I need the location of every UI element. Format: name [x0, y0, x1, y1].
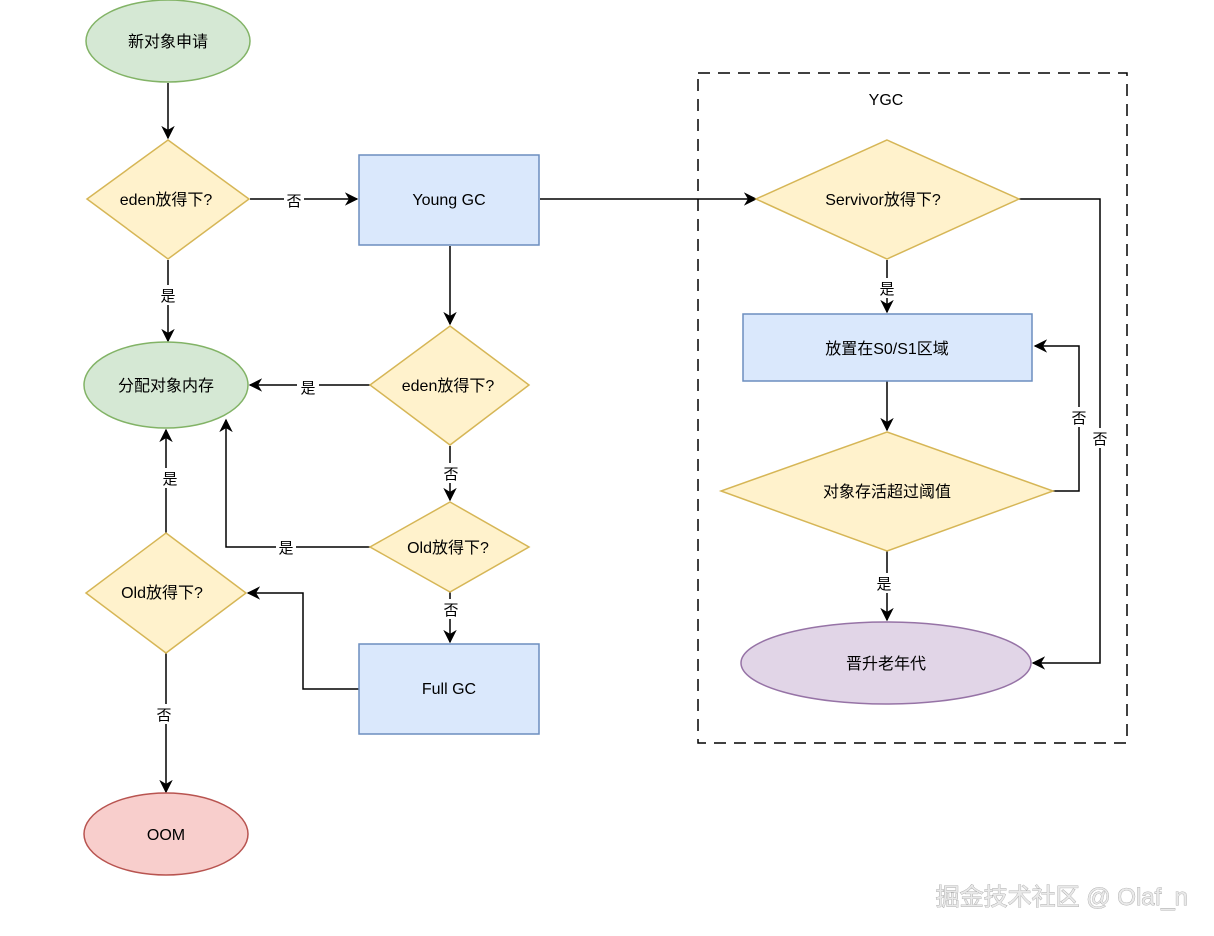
node-age-threshold-label: 对象存活超过阈值 [823, 483, 951, 501]
node-eden-fit-1-label: eden放得下? [120, 191, 213, 209]
node-full-gc-label: Full GC [422, 681, 476, 698]
label-no: 否 [443, 602, 458, 619]
node-young-gc-label: Young GC [412, 192, 485, 209]
label-no: 否 [1092, 431, 1107, 448]
node-eden-fit-2: eden放得下? [368, 325, 531, 446]
node-age-threshold: 对象存活超过阈值 [718, 431, 1056, 552]
label-yes: 是 [876, 576, 891, 593]
node-promote-old: 晋升老年代 [740, 621, 1032, 705]
node-survivor-fit-label: Servivor放得下? [825, 191, 941, 209]
node-eden-fit-2-label: eden放得下? [402, 377, 495, 395]
label-no: 否 [1071, 410, 1086, 427]
ygc-group-box [697, 72, 1128, 744]
node-young-gc: Young GC [358, 154, 540, 246]
watermark-shadow: 掘金技术社区 @ Olaf_n [936, 884, 1188, 911]
edge-fullgc-to-old2 [246, 586, 359, 690]
node-oom: OOM [83, 792, 249, 876]
label-no: 否 [443, 466, 458, 483]
label-yes: 是 [162, 471, 177, 488]
node-survivor-fit: Servivor放得下? [754, 139, 1021, 260]
node-old-fit-1-label: Old放得下? [407, 539, 489, 557]
node-place-s0s1: 放置在S0/S1区域 [742, 313, 1033, 382]
edge-survivor-to-promote [1019, 198, 1101, 670]
label-yes: 是 [300, 380, 315, 397]
node-old-fit-2-label: Old放得下? [121, 584, 203, 602]
node-new-request-label: 新对象申请 [128, 33, 208, 51]
node-full-gc: Full GC [358, 643, 540, 735]
ygc-group-label: YGC [869, 92, 904, 109]
label-yes: 是 [160, 288, 175, 305]
label-no: 否 [286, 193, 301, 210]
watermark: 掘金技术社区 @ Olaf_n [936, 884, 1188, 911]
node-eden-fit-1: eden放得下? [85, 139, 251, 260]
label-yes: 是 [278, 540, 293, 557]
node-allocate: 分配对象内存 [83, 341, 249, 429]
edge-old1-to-alloc [219, 418, 370, 548]
node-oom-label: OOM [147, 827, 185, 844]
label-no: 否 [156, 707, 171, 724]
label-yes: 是 [879, 281, 894, 298]
node-promote-old-label: 晋升老年代 [846, 655, 926, 673]
node-old-fit-2: Old放得下? [84, 532, 248, 654]
node-old-fit-1: Old放得下? [368, 501, 531, 593]
node-allocate-label: 分配对象内存 [118, 377, 214, 395]
node-new-request: 新对象申请 [85, 0, 251, 83]
node-place-s0s1-label: 放置在S0/S1区域 [825, 340, 949, 358]
